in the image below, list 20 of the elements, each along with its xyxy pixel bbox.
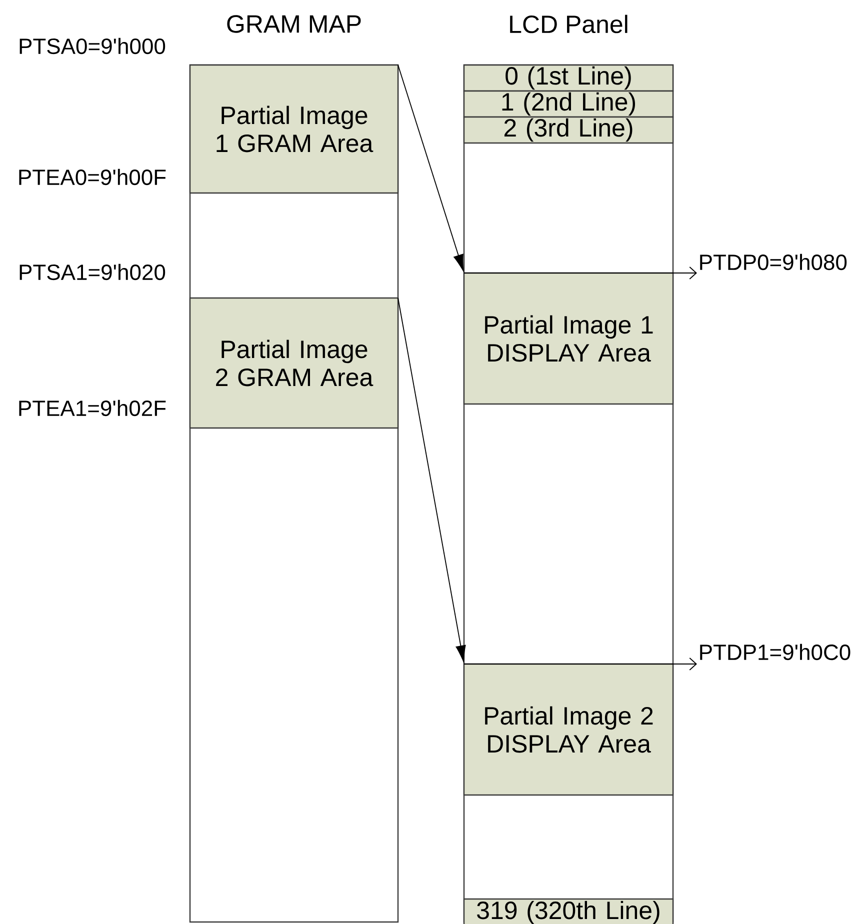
column-heading: LCD Panel [510, 14, 628, 34]
area-box: Partial Image 2 DISPLAY Area [463, 663, 674, 796]
line-cell: 319 (320th Line) [463, 898, 674, 924]
register-label: PTDP1=9'h0C0 [700, 644, 850, 660]
arrow [398, 64, 464, 272]
area-box: Partial Image 1 GRAM Area [189, 64, 399, 194]
address-label: PTEA1=9'h02F [19, 400, 166, 416]
arrow [464, 658, 697, 670]
area-box: Partial Image 2 GRAM Area [189, 297, 399, 429]
line-cell: 2 (3rd Line) [463, 116, 674, 144]
arrow [398, 298, 466, 662]
address-label: PTSA0=9'h000 [20, 38, 166, 54]
area-box: Partial Image 1 DISPLAY Area [463, 272, 674, 405]
column-heading: GRAM MAP [227, 15, 361, 33]
line-cell: 0 (1st Line) [463, 64, 674, 92]
line-cell: 1 (2nd Line) [463, 90, 674, 118]
arrow [464, 266, 697, 280]
address-label: PTEA0=9'h00F [19, 168, 166, 186]
register-label: PTDP0=9'h080 [700, 254, 847, 270]
address-label: PTSA1=9'h020 [20, 264, 166, 280]
